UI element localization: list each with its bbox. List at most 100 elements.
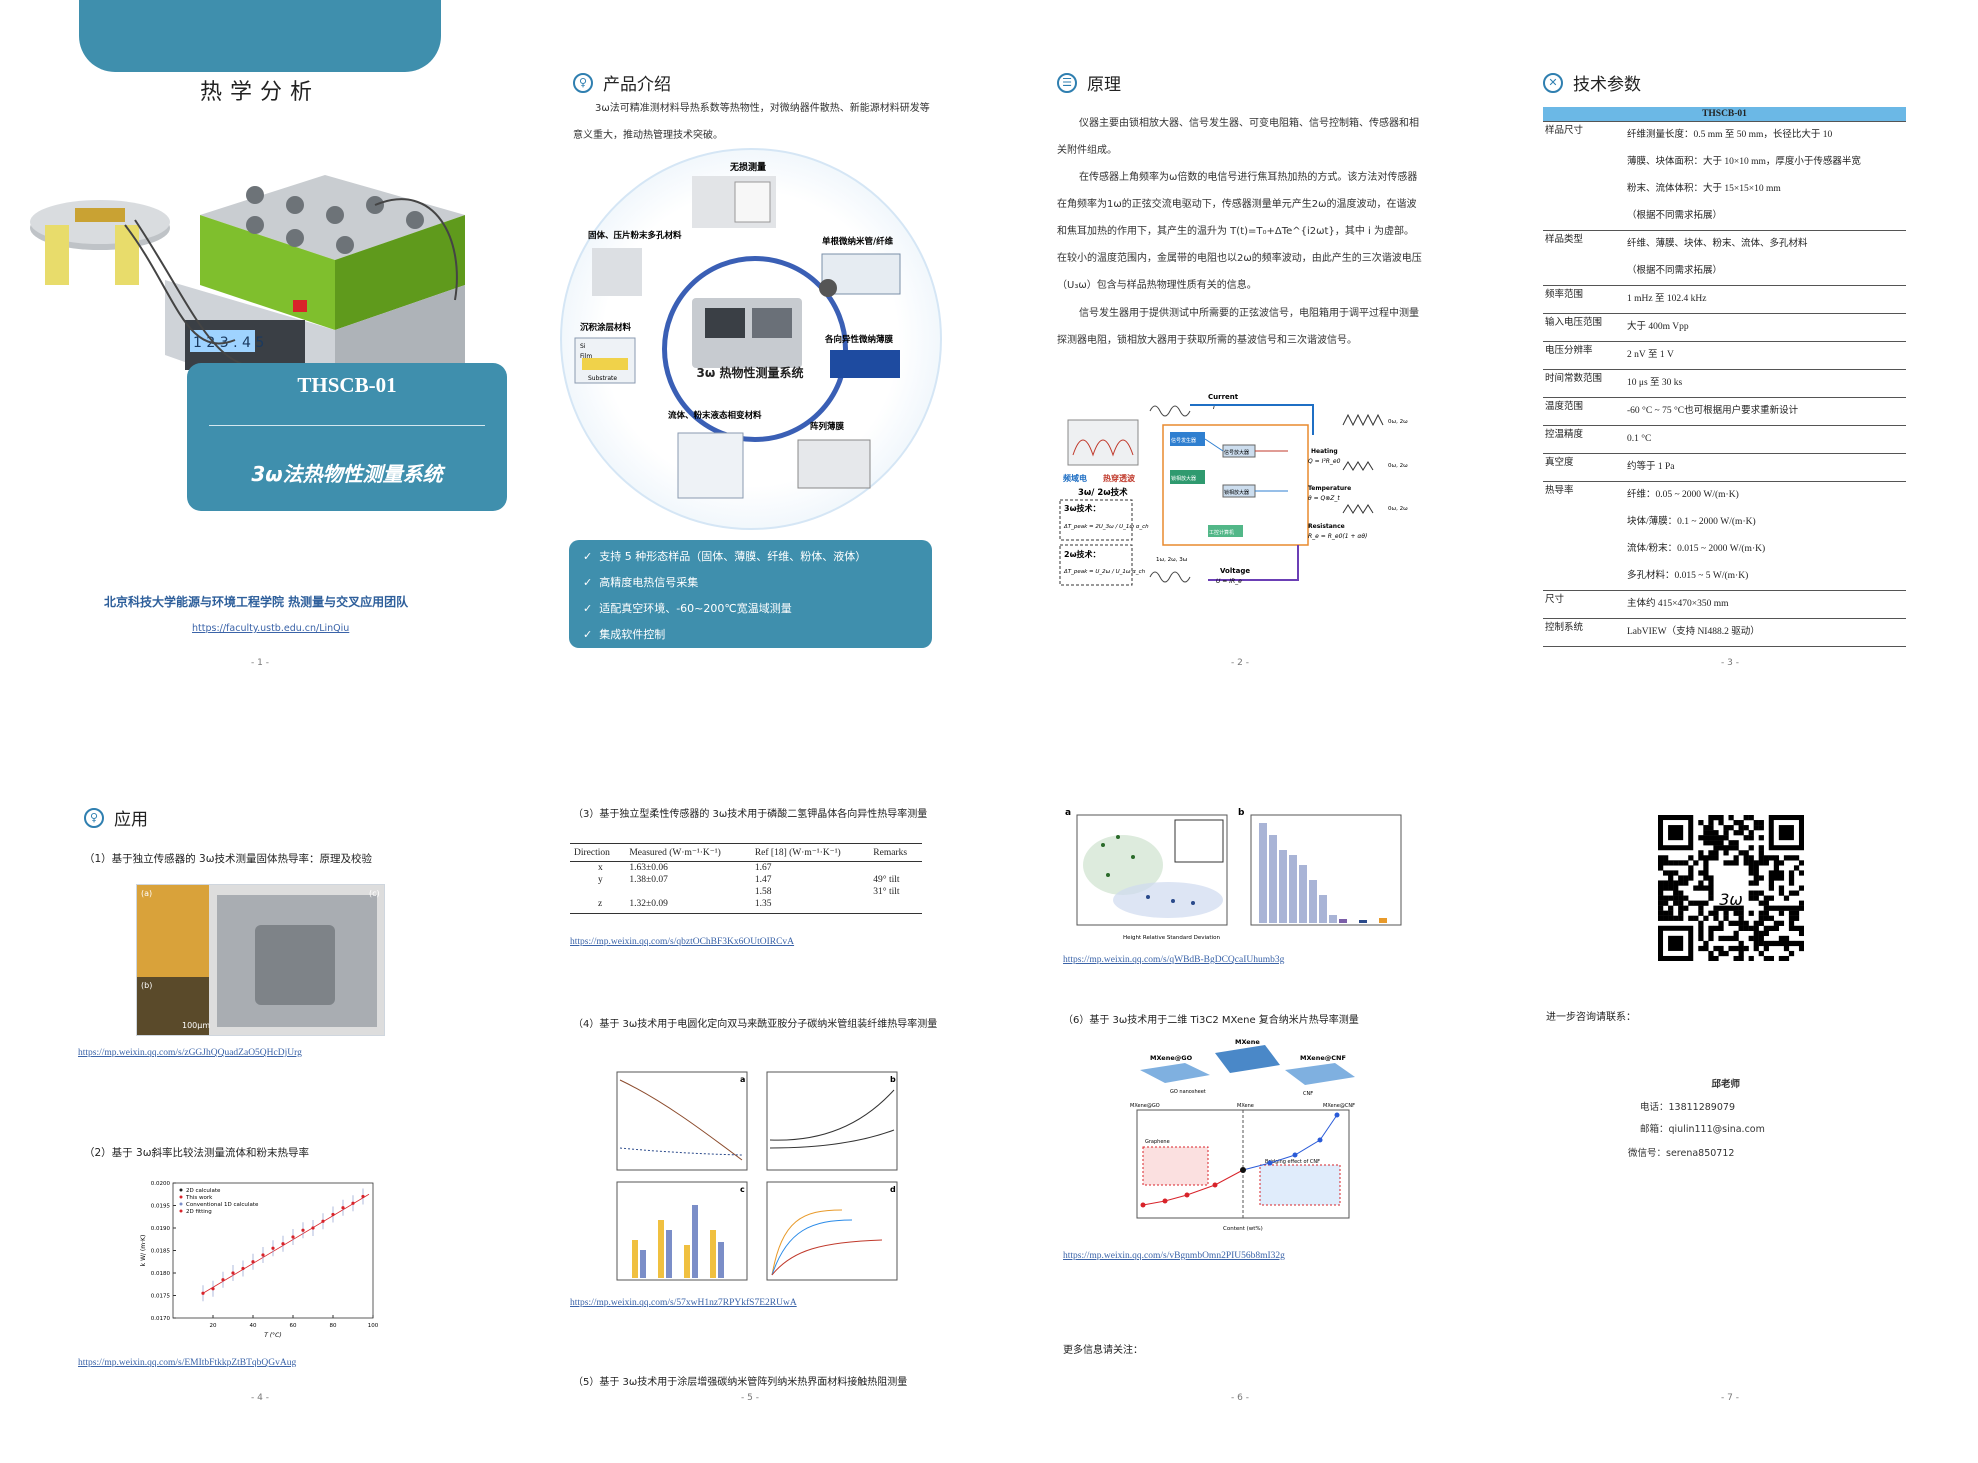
qr-module: [1773, 940, 1780, 947]
qr-module: [1758, 835, 1764, 841]
qr-module: [1753, 920, 1759, 926]
qr-module: [1693, 915, 1699, 921]
qr-module: [1753, 935, 1759, 942]
svg-text:Bridging effect of CNF: Bridging effect of CNF: [1265, 1159, 1320, 1165]
svg-text:锁相放大器: 锁相放大器: [1171, 475, 1196, 482]
svg-text:信号放大器: 信号放大器: [1224, 449, 1249, 456]
svg-text:Q = I²R_e0: Q = I²R_e0: [1308, 458, 1341, 465]
spec-value-line: 纤维：0.05 ~ 2000 W/(m·K): [1627, 490, 1739, 500]
qr-module: [1768, 940, 1774, 947]
qr-module: [1738, 905, 1744, 911]
svg-text:MXene: MXene: [1237, 1103, 1254, 1109]
qr-module: [1733, 910, 1739, 916]
qr-code[interactable]: 3ω: [1658, 815, 1804, 961]
qr-module: [1758, 825, 1764, 831]
qr-module: [1738, 820, 1744, 826]
spec-key: 温度范围: [1543, 397, 1625, 426]
label-fluid: 流体、粉末液态相变材料: [668, 410, 762, 421]
solid-fixture: [592, 248, 642, 296]
qr-module: [1713, 925, 1719, 931]
qr-module: [1798, 860, 1804, 866]
y-tick-label: 0.0190: [151, 1226, 171, 1232]
spec-key: 控制系统: [1543, 618, 1625, 647]
qr-module: [1763, 955, 1769, 961]
qr-module: [1763, 945, 1769, 952]
svg-text:工控计算机: 工控计算机: [1209, 529, 1234, 536]
qr-module: [1718, 925, 1724, 931]
svg-text:热穿透波: 热穿透波: [1103, 473, 1136, 483]
spec-value-line: 流体/粉末：0.015 ~ 2000 W/(m·K): [1627, 544, 1766, 554]
app6-link[interactable]: https://mp.weixin.qq.com/s/vBgnmbOmn2PIU…: [1063, 1251, 1285, 1261]
spec-value-line: 约等于 1 Pa: [1627, 462, 1675, 472]
qr-module: [1713, 915, 1719, 921]
qr-module: [1778, 890, 1785, 896]
qr-module: [1748, 855, 1754, 861]
faculty-link[interactable]: https://faculty.ustb.edu.cn/LinQiu: [192, 623, 350, 634]
table-cell: 49° tilt: [873, 875, 900, 885]
lightbulb-icon: ♀: [573, 72, 593, 93]
app1-link[interactable]: https://mp.weixin.qq.com/s/zGGJhQQuadZaO…: [78, 1048, 302, 1058]
qr-module: [1678, 875, 1684, 881]
spec-value: 约等于 1 Pa: [1625, 453, 1906, 482]
qr-module: [1738, 825, 1744, 831]
qr-module: [1658, 865, 1664, 871]
app2-link[interactable]: https://mp.weixin.qq.com/s/EMItbFtkkpZtB…: [78, 1358, 297, 1368]
qr-module: [1798, 885, 1804, 891]
app-extra-link[interactable]: https://mp.weixin.qq.com/s/qWBdB-BgDCQca…: [1063, 955, 1285, 965]
qr-module: [1768, 875, 1774, 881]
qr-module: [1768, 885, 1774, 891]
qr-module: [1763, 940, 1769, 947]
qr-module: [1793, 855, 1800, 861]
y-tick-label: 0.0195: [151, 1204, 171, 1210]
data-point: [261, 1253, 265, 1257]
qr-module: [1798, 905, 1804, 911]
spec-key: 样品尺寸: [1543, 121, 1625, 231]
svg-text:Height Relative Standard Devia: Height Relative Standard Deviation: [1123, 935, 1220, 941]
qr-module: [1663, 885, 1669, 891]
qr-module: [1708, 825, 1714, 831]
qr-module: [1683, 875, 1689, 881]
qr-module: [1753, 890, 1759, 896]
qr-module: [1753, 945, 1759, 952]
label-array: 阵列薄膜: [810, 421, 845, 432]
block-computer: [1208, 525, 1243, 537]
app6-figure: MXene MXene@GO MXene@CNF GO nanosheet CN…: [1130, 1038, 1355, 1232]
contact-email[interactable]: 邮箱：qiulin111@sina.com: [1640, 1124, 1765, 1135]
qr-module: [1728, 845, 1734, 851]
qr-module: [1713, 905, 1719, 911]
qr-module: [1698, 835, 1704, 841]
qr-module: [1748, 870, 1754, 876]
qr-module: [1663, 895, 1669, 901]
qr-module: [1698, 920, 1704, 926]
qr-module: [1748, 815, 1754, 821]
qr-module: [1708, 835, 1714, 841]
qr-module: [1678, 860, 1684, 866]
qr-module: [1778, 910, 1785, 916]
qr-module: [1723, 850, 1729, 856]
spec-key: 时间常数范围: [1543, 369, 1625, 398]
svg-text:θ = Q⊗Z_t: θ = Q⊗Z_t: [1308, 495, 1340, 502]
qr-module: [1778, 905, 1785, 911]
qr-module: [1708, 850, 1714, 856]
wrench-icon: ✕: [1543, 72, 1563, 93]
app2-chart: 0.02000.01950.01900.01850.01800.01750.01…: [140, 1181, 379, 1339]
spec-value: 大于 400m Vpp: [1625, 313, 1906, 342]
qr-module: [1763, 930, 1769, 937]
qr-module: [1698, 870, 1704, 876]
svg-text:ΔT_peak = U_2ω / U_1ω α_ch: ΔT_peak = U_2ω / U_1ω α_ch: [1063, 569, 1146, 575]
qr-module: [1693, 900, 1699, 906]
app3-link[interactable]: https://mp.weixin.qq.com/s/qbztOChBF3Kx6…: [570, 937, 795, 947]
qr-module: [1668, 875, 1674, 881]
sample-3d: [1067, 419, 1139, 466]
qr-module: [1778, 935, 1785, 942]
qr-module: [1788, 940, 1795, 947]
qr-module: [1778, 940, 1785, 947]
qr-module: [1778, 920, 1785, 926]
qr-module: [1738, 830, 1744, 836]
svg-text:Heating: Heating: [1311, 448, 1338, 455]
qr-module: [1733, 855, 1739, 861]
qr-module: [1748, 895, 1754, 901]
app4-link[interactable]: https://mp.weixin.qq.com/s/57xwH1nz7RPYk…: [570, 1298, 797, 1308]
